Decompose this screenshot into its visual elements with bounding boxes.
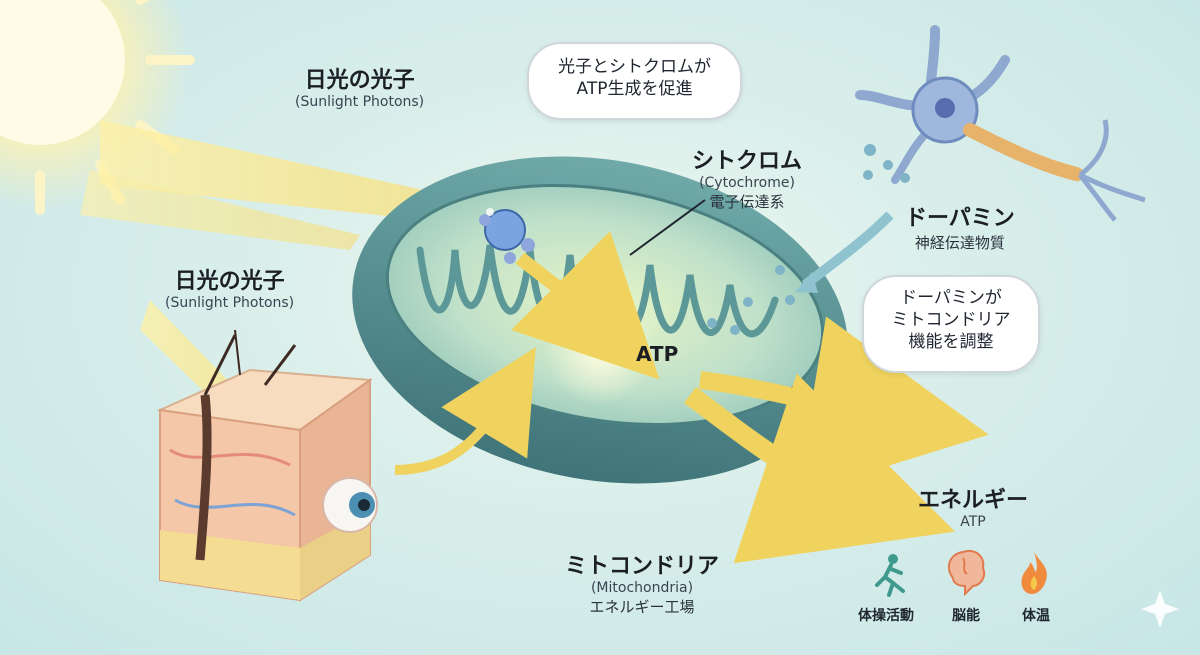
mitochondria-title: ミトコンドリア [565,554,720,579]
sunlight-photons-label-left: 日光の光子 (Sunlight Photons) [165,263,294,311]
dopamine-label: ドーパミン 神経伝達物質 [905,200,1015,253]
photon-cytochrome-speech-bubble: 光子とシトクロムが ATP生成を促進 [527,42,742,120]
energy-output-arrows [683,316,989,564]
inflow-arrow [394,347,536,475]
atp-center-label: ATP [636,342,679,366]
energy-title: エネルギー [918,488,1029,513]
cytochrome-english: (Cytochrome) [699,175,795,191]
running-person-icon [875,554,905,597]
dopamine-mitochondria-speech-bubble: ドーパミンが ミトコンドリア 機能を調整 [862,275,1040,373]
brain-icon [947,550,985,597]
cytochrome-subtitle: 電子伝達系 [709,193,785,211]
sunlight-photons-title: 日光の光子 [304,68,415,93]
bubble-line: 機能を調整 [908,332,994,352]
energy-label: エネルギー ATP [918,482,1028,530]
mitochondria-english: (Mitochondria) [590,580,694,596]
electron-transfer-arrow [511,231,660,380]
sunlight-photons-english: (Sunlight Photons) [295,94,425,110]
sunlight-photons-title: 日光の光子 [174,269,285,294]
cytochrome-title: シトクロム [692,149,803,174]
dopamine-title: ドーパミン [905,206,1015,231]
eye-icon [322,477,378,533]
mitochondria-subtitle: エネルギー工場 [589,598,695,616]
dopamine-arrow [707,211,894,335]
neuron-illustration [855,25,1146,222]
bubble-line: ミトコンドリア [891,310,1011,330]
energy-subtitle: ATP [960,514,986,530]
outcome-label-exercise: 体操活動 [858,608,914,624]
bubble-line: ドーパミンが [900,288,1002,308]
sunlight-photons-english: (Sunlight Photons) [165,295,295,311]
sparkle-icon [1141,590,1179,628]
flame-icon [1021,552,1047,594]
mitochondria-label: ミトコンドリア (Mitochondria) エネルギー工場 [565,548,719,617]
bubble-line: 光子とシトクロムが [558,57,711,77]
dopamine-subtitle: 神経伝達物質 [914,234,1005,252]
cytochrome-label: シトクロム (Cytochrome) 電子伝達系 [692,143,802,212]
skin-cross-section [156,329,373,602]
bubble-line: ATP生成を促進 [576,79,693,99]
outcome-label-body-temperature: 体温 [1022,608,1050,624]
cytochrome-leader-line [629,199,706,256]
outcome-label-brain: 脳能 [952,608,980,624]
sunlight-photons-label-top: 日光の光子 (Sunlight Photons) [295,62,424,110]
